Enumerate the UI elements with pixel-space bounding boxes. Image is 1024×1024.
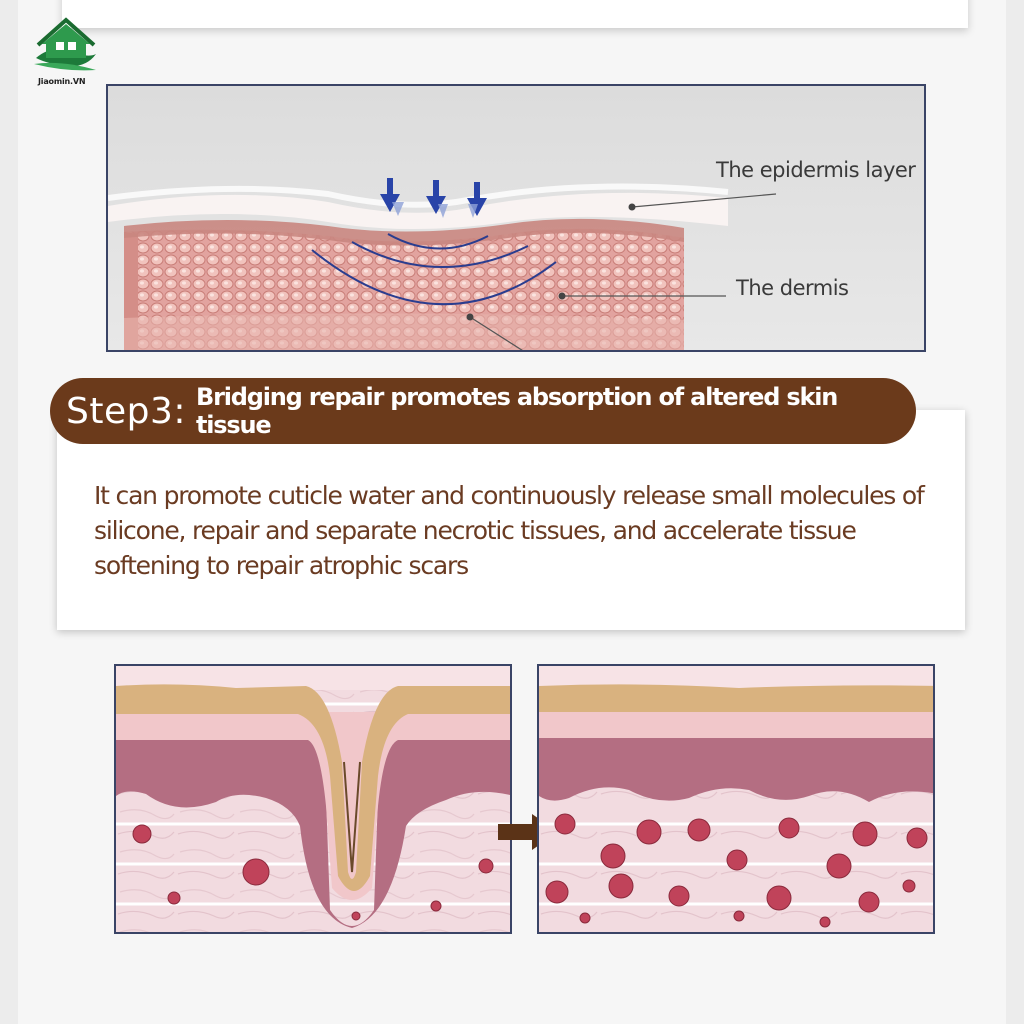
step-description: It can promote cuticle water and continu… bbox=[94, 478, 944, 583]
description-line: silicone, repair and separate necrotic t… bbox=[94, 516, 857, 545]
repaired-skin-illustration bbox=[539, 666, 933, 932]
step-title: Bridging repair promotes absorption of a… bbox=[196, 383, 838, 439]
down-arrow-icon bbox=[380, 178, 487, 216]
brand-logo-text: Jiaomin.VN bbox=[38, 77, 86, 86]
description-line: softening to repair atrophic scars bbox=[94, 551, 469, 580]
step-number: Step3: bbox=[66, 390, 186, 432]
step-card bbox=[57, 410, 965, 630]
dermis-label: The dermis bbox=[736, 276, 849, 300]
description-line: It can promote cuticle water and continu… bbox=[94, 481, 925, 510]
before-scar-panel bbox=[114, 664, 512, 934]
after-repair-panel bbox=[537, 664, 935, 934]
skin-layer-diagram: The epidermis layer The dermis bbox=[106, 84, 926, 352]
top-card bbox=[62, 0, 968, 28]
atrophic-scar-illustration bbox=[116, 666, 510, 932]
step-banner: Step3: Bridging repair promotes absorpti… bbox=[50, 378, 916, 444]
epidermis-label: The epidermis layer bbox=[716, 158, 916, 182]
house-leaf-logo-icon bbox=[34, 17, 96, 71]
skin-layer-illustration bbox=[108, 86, 924, 350]
